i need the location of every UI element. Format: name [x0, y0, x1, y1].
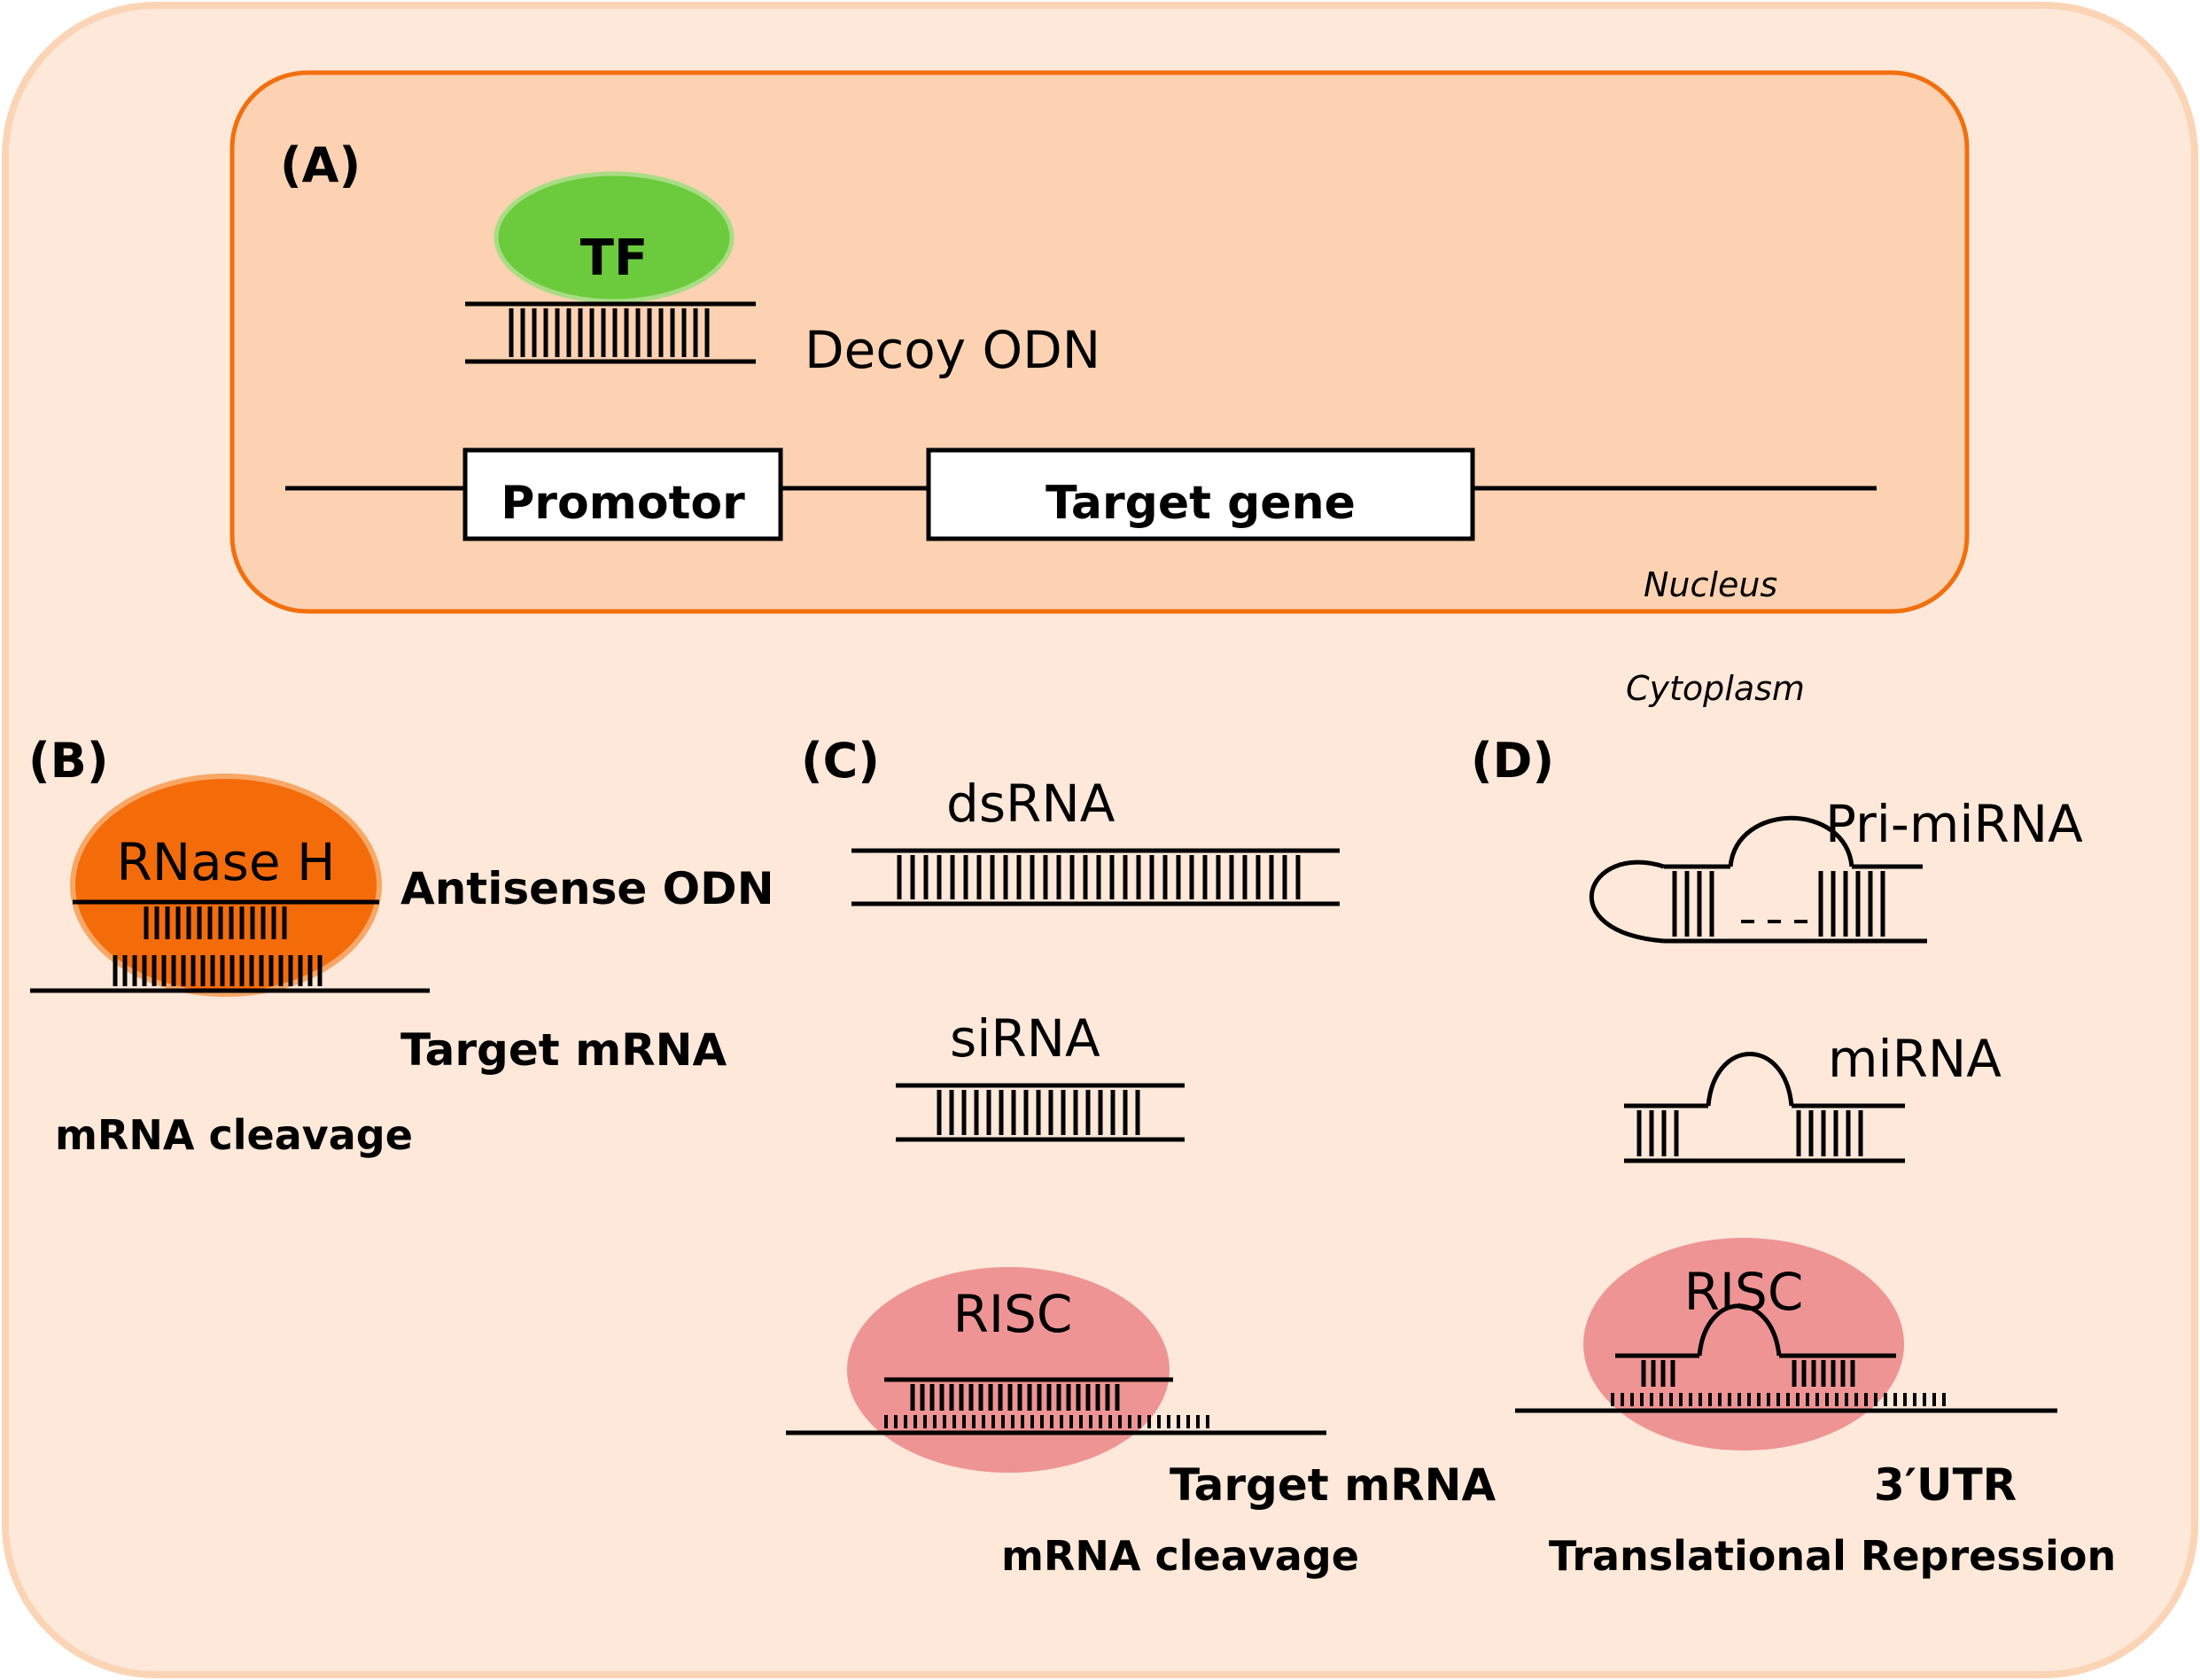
- mrna-cleavage-label-c: mRNA cleavage: [1001, 1532, 1359, 1580]
- mirna-mrna-complex: [1515, 1303, 2057, 1413]
- panel-b-tag: (B): [28, 733, 109, 789]
- cytoplasm-label: Cytoplasm: [1626, 669, 1805, 708]
- sirna-mrna-complex: [786, 1377, 1326, 1435]
- target-mrna-label-b: Target mRNA: [400, 1024, 727, 1076]
- risc-label-c: RISC: [953, 1284, 1073, 1344]
- promotor-label: Promotor: [501, 477, 745, 530]
- mrna-cleavage-label-b: mRNA cleavage: [55, 1111, 413, 1159]
- loop: [1589, 859, 1665, 944]
- tf-protein: [494, 171, 735, 304]
- promotor-box: [463, 447, 783, 541]
- antisense-odn-label: Antisense ODN: [400, 863, 774, 914]
- target-gene-box: [926, 447, 1475, 541]
- antisense-odn-complex: [30, 899, 430, 993]
- nucleus-label: Nucleus: [1644, 565, 1777, 604]
- dsrna-label: dsRNA: [946, 774, 1116, 834]
- loop: [1697, 1303, 1782, 1357]
- pri-mirna-hairpin: [1589, 815, 1927, 944]
- loop: [1728, 815, 1854, 867]
- panel-d-tag: (D): [1471, 733, 1554, 789]
- risc-complex-d: [1583, 1238, 1904, 1451]
- decoy-odn-duplex: [465, 301, 756, 364]
- mirna-label: miRNA: [1828, 1029, 2002, 1089]
- sirna-label: siRNA: [950, 1008, 1100, 1069]
- utr-label: 3′UTR: [1874, 1459, 2017, 1511]
- panel-c-tag: (C): [801, 733, 880, 789]
- panel-a-tag: (A): [280, 137, 361, 193]
- loop: [1706, 1052, 1794, 1107]
- target-mrna-label-c: Target mRNA: [1170, 1459, 1496, 1511]
- dsrna-duplex: [851, 848, 1340, 906]
- decoy-odn-label: Decoy ODN: [805, 320, 1100, 380]
- pri-mirna-label: Pri-miRNA: [1825, 794, 2083, 854]
- rnase-h-label: RNase H: [116, 832, 335, 892]
- mirna-duplex: [1624, 1052, 1905, 1163]
- tf-label: TF: [580, 229, 648, 287]
- rnase-h-enzyme: [70, 774, 382, 997]
- translational-repression-label: Translational Repression: [1549, 1532, 2116, 1580]
- sirna-duplex: [896, 1083, 1185, 1142]
- risc-label-d: RISC: [1684, 1262, 1804, 1322]
- target-gene-label: Target gene: [1046, 477, 1356, 530]
